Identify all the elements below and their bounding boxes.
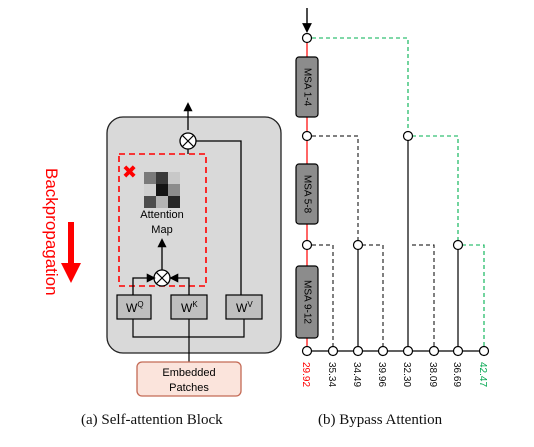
self-attention-panel: Backpropagation ✖ Attention Map (42, 102, 282, 397)
msa-box: MSA 5-8 (295, 163, 319, 225)
graph-nodes (301, 32, 490, 357)
embedded-patches-line2: Patches (169, 382, 209, 394)
graph-node (402, 130, 414, 142)
graph-node (301, 345, 313, 357)
result-value-label: 34.49 (351, 362, 362, 387)
svg-text:WV: WV (236, 300, 253, 315)
wk-base: W (181, 301, 193, 315)
heatmap-cell (156, 184, 168, 196)
heatmap-cell (168, 172, 180, 184)
graph-node (301, 32, 313, 44)
result-value-label: 39.96 (376, 362, 387, 387)
svg-text:WK: WK (181, 300, 198, 315)
msa-box: MSA 1-4 (295, 56, 319, 118)
result-value-label: 42.47 (477, 362, 488, 387)
backprop-label: Backpropagation (42, 168, 61, 296)
graph-node (402, 345, 414, 357)
graph-node (377, 345, 389, 357)
msa-box-label: MSA 5-8 (301, 175, 312, 214)
wk-sup: K (192, 300, 198, 309)
graph-node (301, 239, 313, 251)
best-path (312, 37, 485, 347)
result-value-label: 36.69 (451, 362, 462, 387)
graph-node (428, 345, 440, 357)
heatmap-cell (168, 184, 180, 196)
graph-node (352, 239, 364, 251)
heatmap-cell (168, 196, 180, 208)
graph-node (478, 345, 490, 357)
msa-box-label: MSA 1-4 (301, 68, 312, 107)
heatmap-cell (156, 172, 168, 184)
result-value-label: 35.34 (326, 362, 337, 387)
caption-self-attention: (a) Self-attention Block (81, 412, 223, 428)
graph-node (327, 345, 339, 357)
wk-box: WK (170, 294, 208, 320)
attention-heatmap (144, 172, 180, 208)
msa-box: MSA 9-12 (295, 265, 319, 339)
embedded-patches-line1: Embedded (162, 367, 215, 379)
disabled-x-icon: ✖ (122, 162, 137, 182)
graph-node (452, 239, 464, 251)
result-values: 29.92 35.34 34.49 39.96 32.30 38.09 36.69 42.47 (300, 362, 488, 387)
attention-map-label-line1: Attention (140, 209, 183, 221)
svg-text:WQ: WQ (126, 300, 144, 315)
graph-node (352, 345, 364, 357)
wv-sup: V (247, 300, 253, 309)
wq-box: WQ (116, 294, 152, 320)
embedded-patches-box: Embedded Patches (136, 361, 242, 397)
result-value-label: 38.09 (427, 362, 438, 387)
result-value-label: 32.30 (401, 362, 412, 387)
backprop-arrow (61, 222, 81, 283)
wq-base: W (126, 301, 138, 315)
result-value-label: 29.92 (300, 362, 311, 387)
wv-box: WV (225, 294, 263, 320)
caption-bypass-attention: (b) Bypass Attention (318, 412, 443, 428)
msa-box-label: MSA 9-12 (301, 280, 312, 324)
heatmap-cell (144, 172, 156, 184)
heatmap-cell (144, 184, 156, 196)
heatmap-cell (156, 196, 168, 208)
output-multiply-node (179, 132, 197, 150)
wq-sup: Q (137, 300, 143, 309)
heatmap-cell (144, 196, 156, 208)
graph-node (452, 345, 464, 357)
wv-base: W (236, 301, 248, 315)
graph-node (301, 130, 313, 142)
qk-multiply-node (153, 269, 171, 287)
attention-map-label-line2: Map (151, 224, 172, 236)
